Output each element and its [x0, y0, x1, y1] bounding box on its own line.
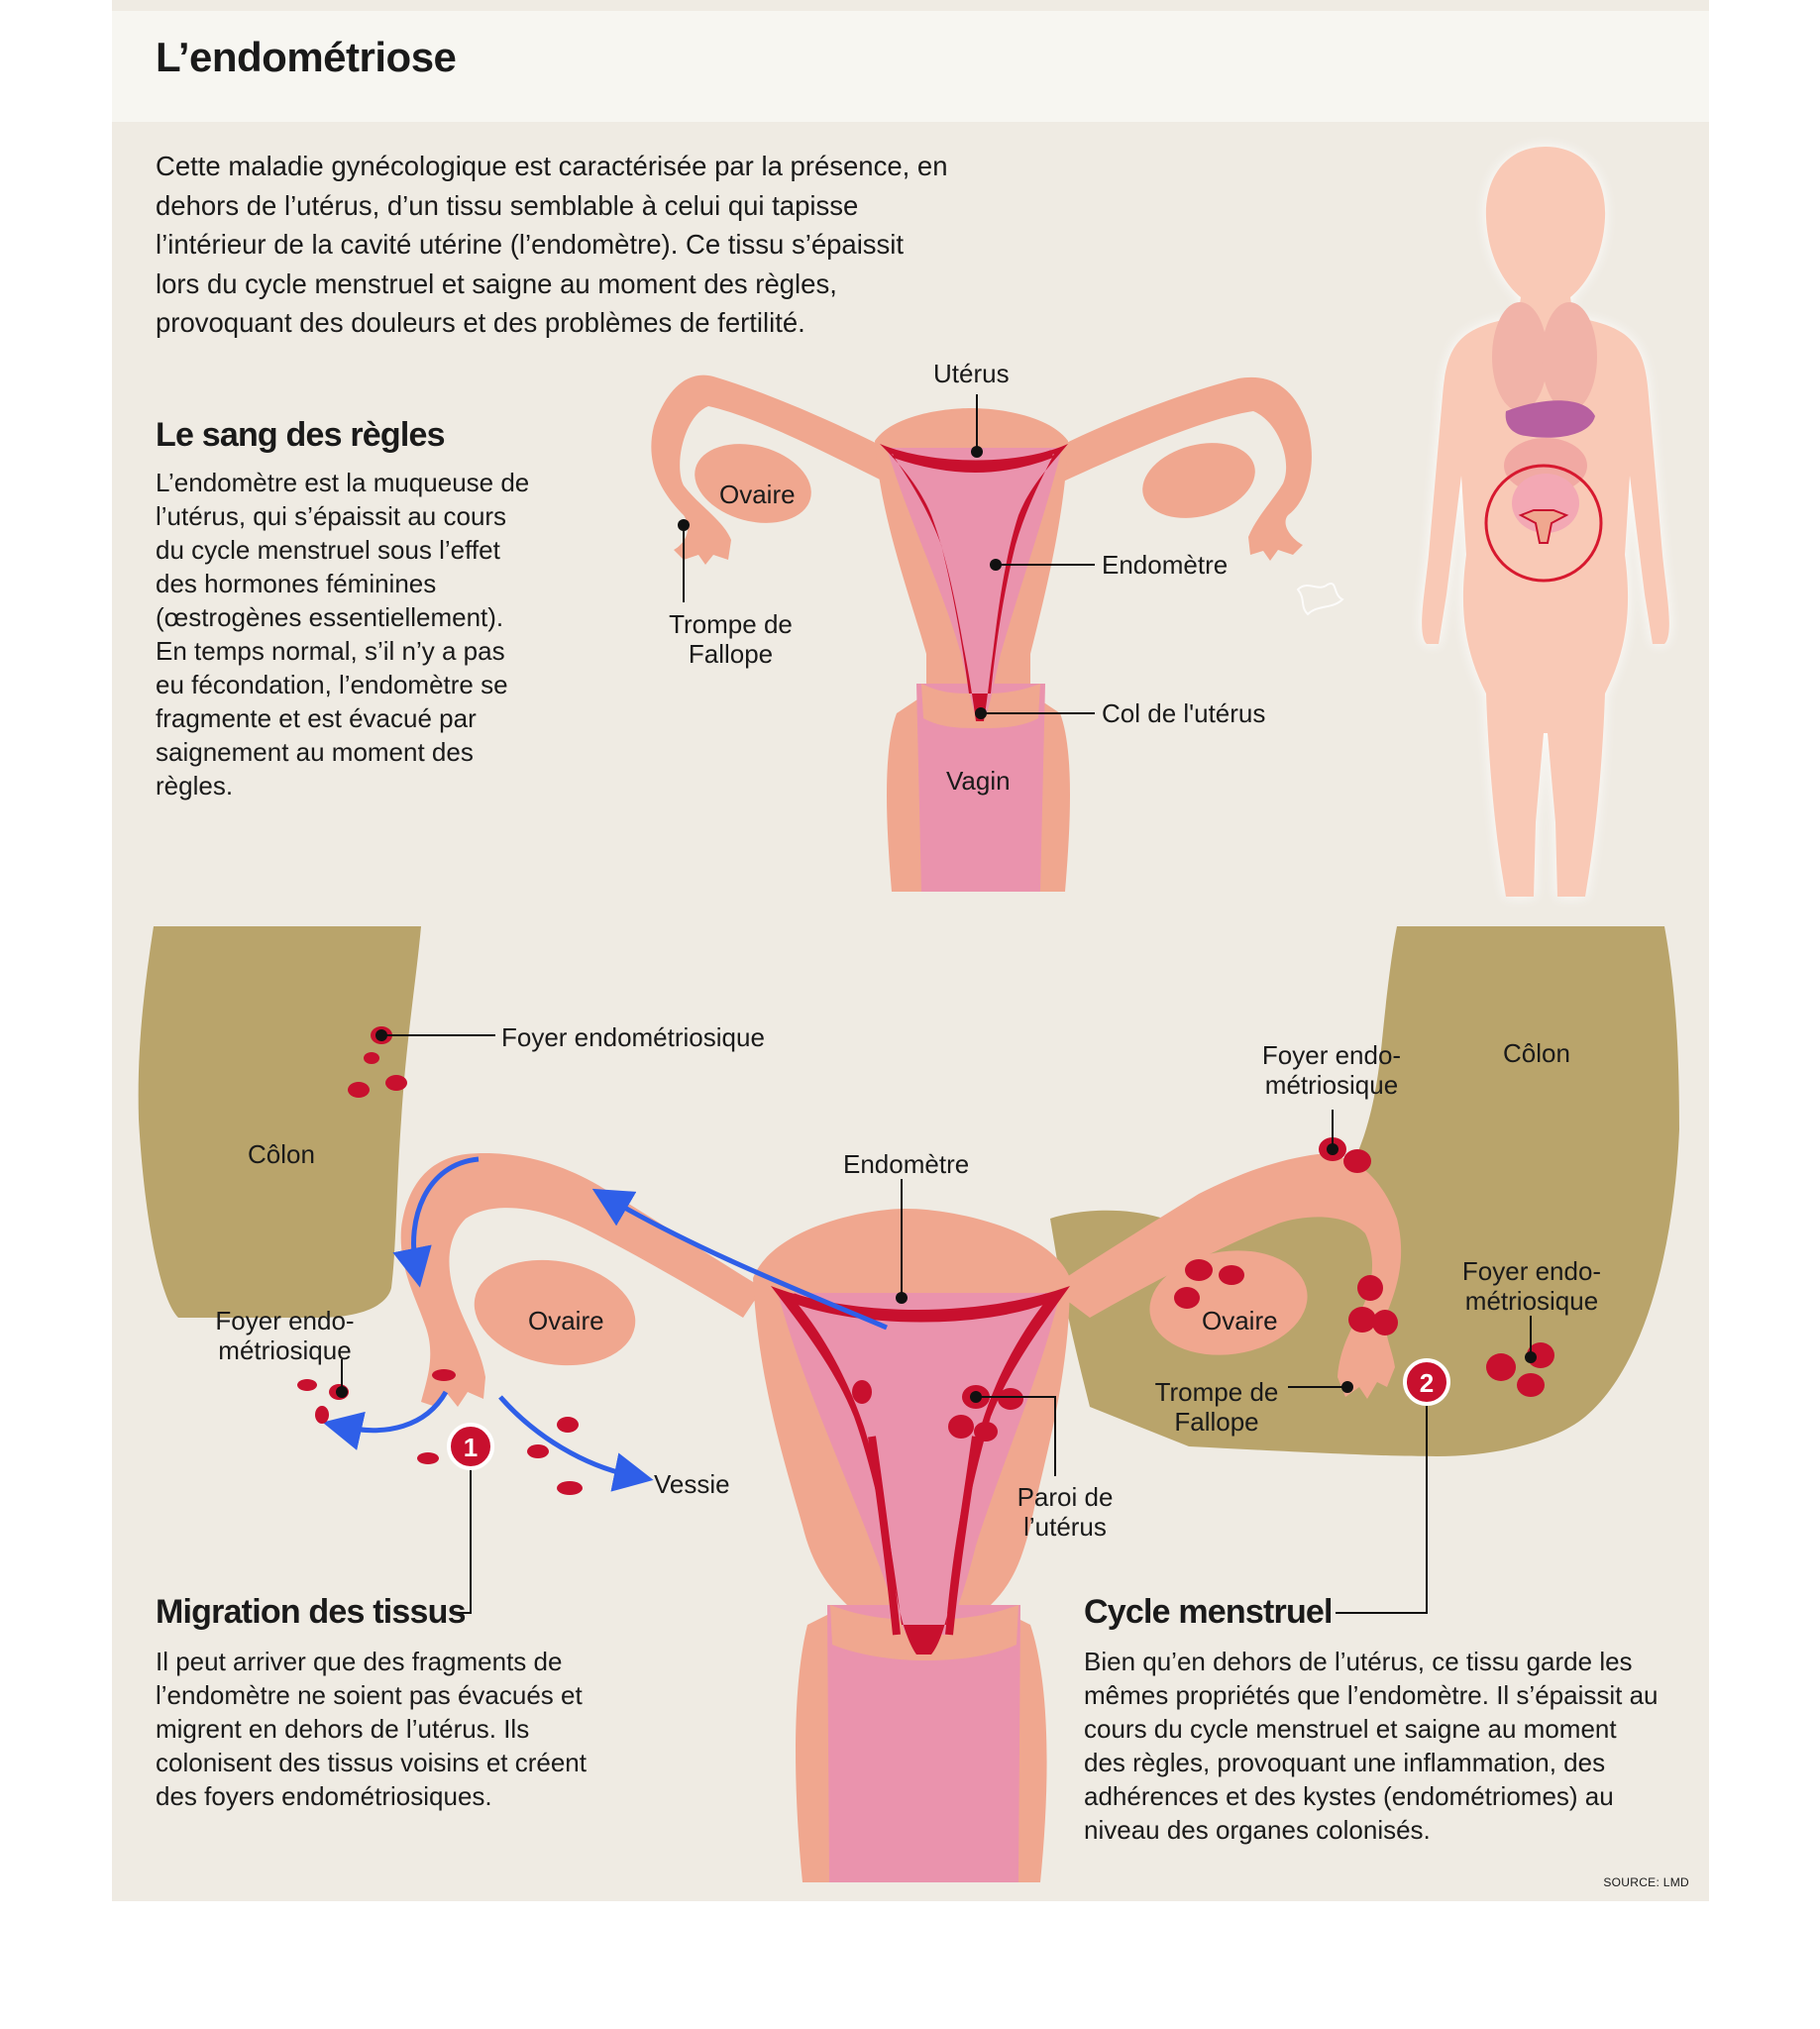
- migration-arrow-loop: [392, 1156, 480, 1288]
- label-endometre-top: Endomètre: [1102, 550, 1229, 580]
- label-paroi-uterus: Paroi de l’utérus: [1017, 1482, 1114, 1542]
- heading-migration: Migration des tissus: [156, 1593, 467, 1631]
- label-foyer-left: Foyer endo-métriosique: [215, 1306, 355, 1365]
- lung-right-icon: [1542, 302, 1597, 411]
- label-uterus: Utérus: [933, 359, 1010, 388]
- label-foyer-top-left: Foyer endométriosique: [501, 1022, 765, 1052]
- heading-cycle: Cycle menstruel: [1084, 1593, 1333, 1631]
- heading-sang-des-regles: Le sang des règles: [156, 416, 446, 454]
- label-trompe-bottom: Trompe de Fallope: [1154, 1377, 1279, 1437]
- colon-left: [138, 926, 421, 1318]
- lung-left-icon: [1492, 302, 1548, 411]
- liver-icon: [1505, 400, 1595, 438]
- title-bar: [112, 11, 1709, 122]
- svg-text:2: 2: [1420, 1368, 1434, 1398]
- label-trompe-top: Trompe de Fallope: [669, 609, 793, 669]
- text-cycle: Bien qu’en dehors de l’utérus, ce tissu …: [1084, 1647, 1659, 1845]
- label-foyer-top-right: Foyer endo-métriosique: [1261, 1040, 1402, 1100]
- marker-1: 1: [447, 1423, 494, 1470]
- uterus-diagram-top: [651, 374, 1344, 892]
- label-colon-right: Côlon: [1503, 1038, 1570, 1068]
- focus-circle: [1484, 464, 1603, 583]
- label-ovaire-right: Ovaire: [1202, 1306, 1278, 1335]
- label-vessie: Vessie: [654, 1469, 730, 1499]
- label-colon-left: Côlon: [248, 1139, 315, 1169]
- migration-arrow-left: [322, 1390, 449, 1450]
- tube-right: [1050, 1154, 1402, 1399]
- svg-text:1: 1: [464, 1433, 478, 1462]
- migration-arrow-tube: [591, 1188, 888, 1331]
- source-credit: SOURCE: LMD: [1603, 1875, 1689, 1889]
- marker-2: 2: [1403, 1358, 1450, 1406]
- label-vagin: Vagin: [946, 766, 1011, 796]
- text-migration: Il peut arriver que des fragments de l’e…: [156, 1647, 587, 1811]
- label-ovaire-left: Ovaire: [528, 1306, 604, 1335]
- pelvic-diagram-bottom: 1 2: [138, 926, 1679, 1882]
- migration-arrow-bladder: [498, 1395, 654, 1492]
- intro-paragraph: Cette maladie gynécologique est caractér…: [156, 151, 948, 338]
- endometriosis-foci: [297, 1026, 1554, 1495]
- label-col-uterus: Col de l'utérus: [1102, 698, 1266, 728]
- uterus-mini-icon: [1518, 509, 1569, 544]
- ovary-left: [474, 1259, 636, 1366]
- body-silhouette: [1422, 147, 1669, 897]
- leader-lines: [341, 1034, 1532, 1614]
- label-endometre-bottom: Endomètre: [843, 1149, 970, 1179]
- label-foyer-right: Foyer endo-métriosique: [1461, 1256, 1602, 1316]
- text-sang-des-regles: L’endomètre est la muqueuse de l’utérus,…: [156, 468, 530, 801]
- label-ovaire-top: Ovaire: [719, 480, 796, 509]
- page-title: L’endométriose: [156, 34, 457, 80]
